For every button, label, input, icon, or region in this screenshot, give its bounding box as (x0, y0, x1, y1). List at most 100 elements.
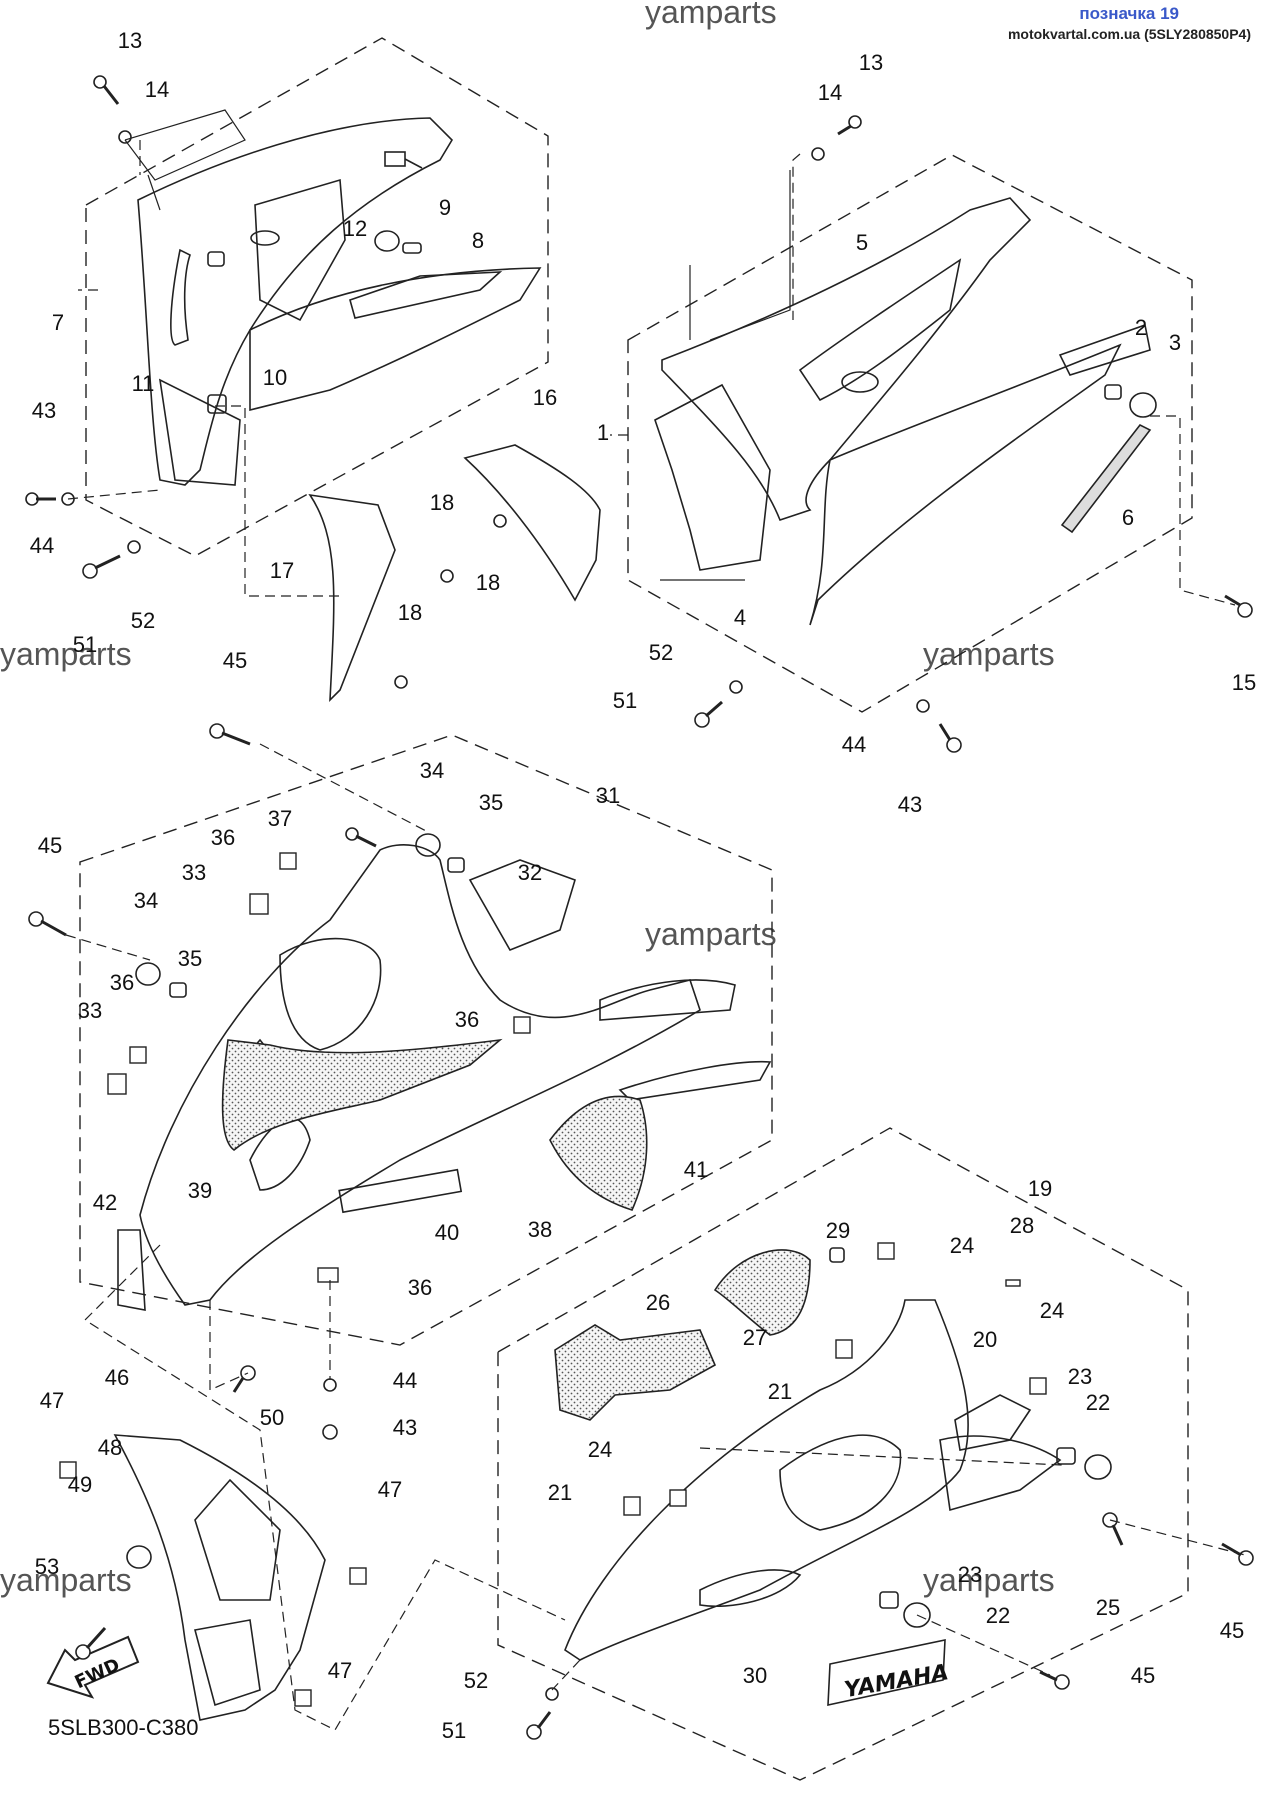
callout-33: 33 (182, 860, 206, 885)
callout-15: 15 (1232, 670, 1256, 695)
screw-45-left (28, 911, 44, 927)
callout-5: 5 (856, 230, 868, 255)
clip-36 (513, 1016, 531, 1034)
callout-30: 30 (743, 1663, 767, 1688)
callout-43: 43 (32, 398, 56, 423)
clip-47 (294, 1689, 312, 1707)
screw-45-bottom (1054, 1674, 1070, 1690)
screw-37 (345, 827, 359, 841)
callout-11: 11 (132, 371, 155, 396)
callout-31: 31 (596, 783, 620, 808)
screw-53 (75, 1644, 91, 1660)
clip-33 (249, 893, 269, 915)
watermark: yamparts (923, 1562, 1055, 1598)
callout-24: 24 (588, 1437, 612, 1462)
screw-43-upper-right (946, 737, 962, 753)
callout-13: 13 (118, 28, 142, 53)
callout-4: 4 (734, 605, 746, 630)
clip-36 (279, 852, 297, 870)
callout-35: 35 (178, 946, 202, 971)
watermark: yamparts (0, 1562, 132, 1598)
callout-38: 38 (528, 1217, 552, 1242)
watermark: yamparts (645, 0, 777, 30)
collar-8 (402, 242, 422, 254)
screw-13-left (93, 75, 107, 89)
screw-18-c (394, 675, 408, 689)
callout-23: 23 (958, 1562, 982, 1587)
screw-51-upper-left (82, 563, 98, 579)
callout-19: 19 (1028, 1176, 1052, 1201)
callout-45: 45 (38, 833, 62, 858)
screw-45-top (209, 723, 225, 739)
panel-42 (117, 1229, 146, 1311)
screw-13-right (848, 115, 862, 129)
pad-39 (221, 1038, 503, 1152)
watermark: yamparts (645, 916, 777, 952)
grommet-34-top (415, 833, 441, 857)
callout-6: 6 (1122, 505, 1134, 530)
callout-51: 51 (73, 632, 97, 657)
page-header-title: позначка 19 (1079, 4, 1179, 23)
screw-43-lower (322, 1424, 338, 1440)
callout-34: 34 (134, 888, 158, 913)
callout-47: 47 (40, 1388, 64, 1413)
callout-47: 47 (378, 1477, 402, 1502)
callout-43: 43 (393, 1415, 417, 1440)
screw-15 (1237, 602, 1253, 618)
callout-48: 48 (98, 1435, 122, 1460)
callout-45: 45 (1220, 1618, 1244, 1643)
side-cowl-left (137, 117, 542, 486)
clip-33 (107, 1073, 127, 1095)
clip-47 (349, 1567, 367, 1585)
callout-12: 12 (343, 216, 367, 241)
callout-25: 25 (1096, 1595, 1120, 1620)
watermark: yamparts (0, 636, 132, 672)
callout-32: 32 (518, 860, 542, 885)
callout-18: 18 (476, 570, 500, 595)
callout-14: 14 (818, 80, 842, 105)
collar-35-top (447, 857, 465, 873)
callout-43: 43 (898, 792, 922, 817)
callout-1: 1 (597, 420, 609, 445)
group-frame-19 (497, 1127, 1189, 1781)
group-frame-7 (85, 37, 549, 557)
bracket-12 (349, 271, 503, 319)
callout-51: 51 (442, 1718, 466, 1743)
group-frame-31 (79, 734, 773, 1346)
pad-38 (549, 1095, 648, 1211)
screw-18-a (440, 569, 454, 583)
callout-8: 8 (472, 228, 484, 253)
callout-52: 52 (649, 640, 673, 665)
callout-10: 10 (263, 365, 287, 390)
callout-24: 24 (950, 1233, 974, 1258)
callout-50: 50 (260, 1405, 284, 1430)
clip-21 (835, 1339, 853, 1359)
callout-51: 51 (613, 688, 637, 713)
inner-panel-46 (113, 1434, 326, 1721)
callout-42: 42 (93, 1190, 117, 1215)
grommet-22-upper (1084, 1454, 1112, 1480)
page-header-source: motokvartal.com.ua (5SLY280850P4) (1007, 26, 1251, 42)
callout-2: 2 (1135, 315, 1147, 340)
callout-35: 35 (479, 790, 503, 815)
clip-36 (317, 1267, 339, 1283)
callout-16: 16 (533, 385, 557, 410)
grommet-28 (1005, 1279, 1021, 1287)
callout-13: 13 (859, 50, 883, 75)
washer-14-left (118, 130, 132, 144)
grommet-2 (1104, 384, 1122, 400)
callout-26: 26 (646, 1290, 670, 1315)
screw-51-upper-right (694, 712, 710, 728)
callout-44: 44 (842, 732, 866, 757)
callout-22: 22 (986, 1603, 1010, 1628)
callout-7: 7 (52, 310, 64, 335)
pad-27 (554, 1324, 717, 1421)
callout-46: 46 (105, 1365, 129, 1390)
callout-29: 29 (826, 1218, 850, 1243)
callout-28: 28 (1010, 1213, 1034, 1238)
washer-52-upper-left (127, 540, 141, 554)
callout-39: 39 (188, 1178, 212, 1203)
callout-23: 23 (1068, 1364, 1092, 1389)
grommet-48 (126, 1545, 152, 1569)
